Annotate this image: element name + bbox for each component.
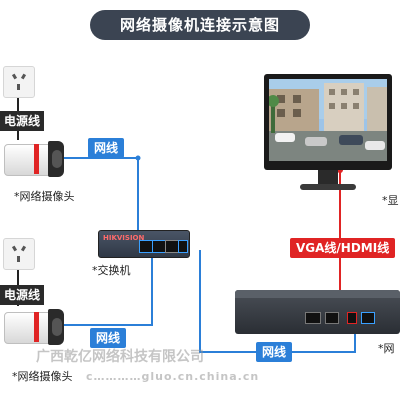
network-switch: HIKVISION xyxy=(98,230,190,258)
network-cable-label-2: 网线 xyxy=(90,328,127,348)
nvr-lan-port xyxy=(361,312,375,324)
monitor-neck xyxy=(318,170,338,184)
surveillance-scene xyxy=(269,79,387,161)
nvr-hdmi-port xyxy=(325,312,339,324)
power-cable-label-1: 电源线 xyxy=(0,111,45,131)
nvr-port-red xyxy=(347,312,357,324)
power-cable-label-2: 电源线 xyxy=(0,285,45,305)
camera-caption-1: *网络摄像头 xyxy=(14,190,75,203)
network-cable-label-3: 网线 xyxy=(256,342,293,362)
network-line-camera-1 xyxy=(62,157,156,239)
monitor-caption: *显 xyxy=(382,194,399,207)
switch-port-3 xyxy=(165,240,179,253)
power-outlet-1 xyxy=(3,66,35,98)
switch-brand: HIKVISION xyxy=(103,234,145,242)
network-cable-label-1: 网线 xyxy=(88,138,125,158)
nvr-recorder xyxy=(235,290,400,334)
vga-hdmi-cable-label: VGA线/HDMI线 xyxy=(290,238,396,258)
watermark-url: c…………gluo.cn.china.cn xyxy=(86,370,260,383)
monitor-stand xyxy=(300,184,356,190)
nvr-vga-port xyxy=(305,312,321,324)
network-line-dot xyxy=(135,155,141,161)
diagram-title: 网络摄像机连接示意图 xyxy=(90,10,310,40)
switch-caption: *交换机 xyxy=(92,264,131,277)
power-outlet-2 xyxy=(3,238,35,270)
network-camera-1 xyxy=(4,138,64,178)
camera-caption-2: *网络摄像头 xyxy=(12,370,73,383)
monitor xyxy=(264,74,392,170)
watermark-company: 广西乾亿网络科技有限公司 xyxy=(36,349,204,365)
monitor-screen xyxy=(269,79,387,161)
switch-port-2 xyxy=(152,240,166,253)
switch-port-4 xyxy=(178,240,188,253)
network-camera-2 xyxy=(4,306,64,346)
switch-port-1 xyxy=(139,240,153,253)
nvr-caption: *网 xyxy=(378,342,395,355)
network-line-camera-2 xyxy=(62,247,166,326)
